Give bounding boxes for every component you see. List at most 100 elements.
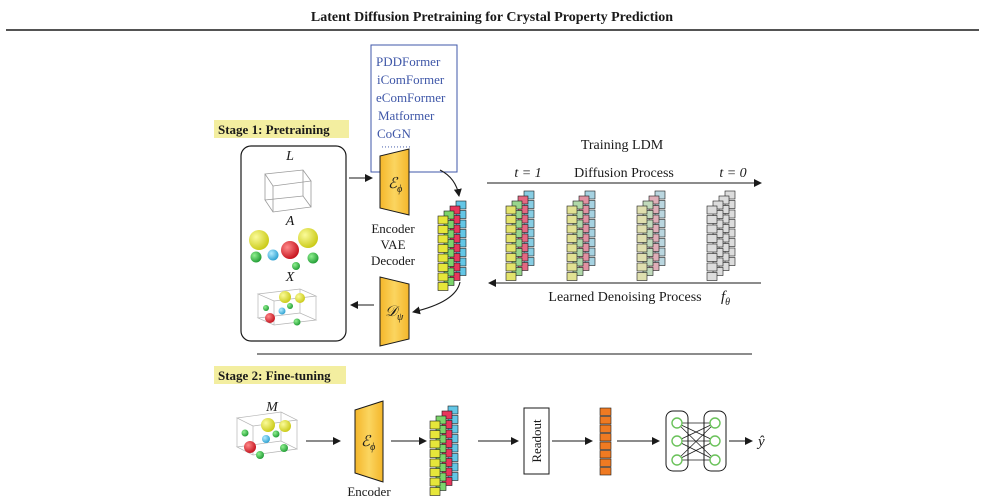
latent-cell [706, 234, 718, 243]
latent-cell [441, 467, 453, 477]
latent-cell [441, 410, 453, 420]
latent-cell [437, 253, 449, 263]
stage1-label: Stage 1: Pretraining [218, 122, 330, 137]
latent-cell [642, 200, 654, 210]
latent-cell [636, 253, 648, 262]
latent-cell [718, 233, 730, 243]
latent-stack-stage2 [429, 405, 459, 496]
latent-cell [572, 248, 584, 257]
latent-cell [447, 405, 459, 415]
latent-cell [429, 468, 441, 477]
denoising-process-label: Learned Denoising Process [548, 290, 701, 305]
latent-cell [712, 229, 724, 238]
diffusion-process-label: Diffusion Process [574, 166, 674, 181]
latent-cell [429, 449, 441, 458]
latent-cell [718, 262, 730, 271]
latent-cell [654, 257, 666, 266]
latent-cell [718, 224, 730, 233]
latent-cell [724, 228, 736, 238]
latent-cell [447, 453, 459, 462]
latent-cell [706, 272, 718, 281]
model-item-matformer: Matformer [378, 108, 435, 123]
latent-cell [517, 195, 529, 205]
latent-cell [706, 205, 718, 215]
latent-cell [511, 219, 523, 229]
latent-cell [443, 220, 455, 229]
latent-cell [443, 239, 455, 248]
latent-cell [642, 219, 654, 229]
latent-cell [447, 443, 459, 453]
latent-cell [449, 272, 461, 281]
latent-cell [578, 195, 590, 205]
latent-cell [447, 434, 459, 443]
decoder-symbol: 𝒟ψ [385, 304, 404, 323]
lattice-label: L [285, 149, 294, 164]
latent-cell [572, 210, 584, 219]
latent-cell [523, 257, 535, 266]
latent-cell [449, 262, 461, 272]
latent-cell [648, 214, 660, 224]
latent-cell [437, 215, 449, 225]
latent-cell [429, 430, 441, 439]
latent-cell [511, 210, 523, 219]
latent-cell [511, 200, 523, 210]
vae-word: VAE [380, 237, 405, 252]
model-item-pddformer: PDDFormer [376, 54, 441, 69]
latent-cell [517, 252, 529, 262]
crystal-panel: L A X [240, 145, 347, 342]
latent-cell [642, 267, 654, 276]
latent-cell [712, 257, 724, 267]
latent-cell [566, 215, 578, 224]
latent-cell [455, 210, 467, 219]
readout-cell [599, 433, 612, 442]
readout-cell [599, 416, 612, 425]
stage2-crystal-3d [235, 411, 299, 459]
latent-cell [566, 253, 578, 262]
latent-cell [449, 205, 461, 215]
stage2-label: Stage 2: Fine-tuning [218, 368, 331, 383]
latent-cell [447, 415, 459, 424]
latent-cell [523, 190, 535, 200]
model-item-more: ·········· [381, 142, 411, 152]
latent-cell [706, 253, 718, 262]
arrow-latent-to-decoder [412, 281, 461, 315]
latent-cell [712, 248, 724, 257]
latent-cell [435, 434, 447, 444]
latent-cell [718, 243, 730, 252]
latent-cell [718, 214, 730, 224]
latent-cell [642, 248, 654, 257]
latent-cell [642, 229, 654, 238]
mlp-head [665, 410, 727, 472]
latent-cell [584, 209, 596, 219]
latent-cell [724, 200, 736, 209]
arrow-encoder-to-latent [439, 169, 462, 197]
latent-cell [505, 205, 517, 215]
latent-cell [429, 420, 441, 430]
latent-cell [566, 205, 578, 215]
stage2-encoder-word: Encoder [347, 484, 391, 499]
latent-cell [578, 252, 590, 262]
latent-cell [441, 420, 453, 429]
model-list-box: PDDFormer iComFormer eComFormer Matforme… [370, 44, 458, 173]
latent-cell [648, 243, 660, 252]
latent-cell [718, 195, 730, 205]
time-start-label: t = 1 [514, 166, 541, 181]
latent-cell [443, 248, 455, 258]
latent-cell [437, 272, 449, 282]
stage2-highlight [214, 366, 346, 384]
latent-cell [706, 224, 718, 234]
latent-cell [437, 225, 449, 234]
latent-cell [566, 243, 578, 253]
latent-cell [437, 263, 449, 272]
latent-stacks [429, 190, 736, 496]
latent-cell [505, 262, 517, 272]
latent-cell [566, 272, 578, 281]
latent-cell [712, 219, 724, 229]
latent-cell [441, 477, 453, 486]
latent-cell [724, 257, 736, 266]
prediction-output-label: ŷ [756, 434, 765, 450]
latent-cell [447, 424, 459, 434]
latent-cell [578, 233, 590, 243]
latent-cell [578, 214, 590, 224]
latent-cell [648, 195, 660, 205]
